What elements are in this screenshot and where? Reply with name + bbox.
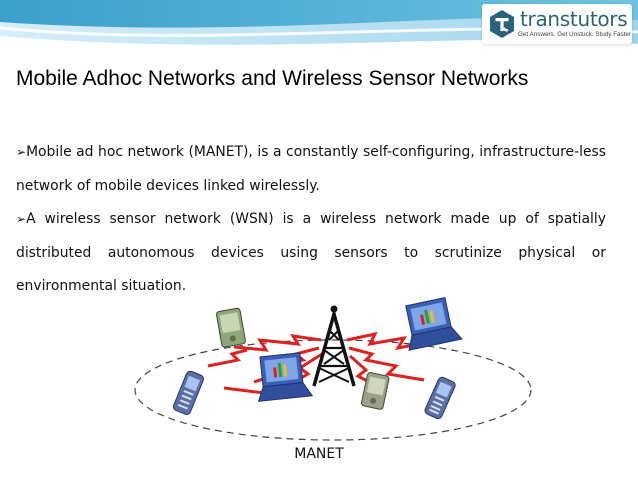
figure-caption: MANET bbox=[294, 446, 344, 462]
bullet-text: A wireless sensor network (WSN) is a wir… bbox=[16, 211, 606, 294]
bullet-item-manet: ➢Mobile ad hoc network (MANET), is a con… bbox=[16, 136, 606, 203]
radio-link bbox=[348, 346, 425, 382]
cell-tower-icon bbox=[312, 305, 356, 387]
bullet-list: ➢Mobile ad hoc network (MANET), is a con… bbox=[16, 136, 606, 304]
header-band: transtutors Get Answers. Get Unstuck. St… bbox=[0, 0, 638, 62]
laptop-icon bbox=[405, 297, 463, 351]
mobile-phone-icon bbox=[172, 370, 204, 415]
manet-diagram bbox=[134, 297, 532, 441]
bullet-text: Mobile ad hoc network (MANET), is a cons… bbox=[16, 144, 606, 194]
pda-icon bbox=[215, 307, 246, 348]
brand-badge[interactable]: transtutors Get Answers. Get Unstuck. St… bbox=[482, 4, 632, 44]
transtutors-logo-icon bbox=[490, 10, 514, 38]
pda-icon bbox=[360, 372, 390, 410]
laptop-icon bbox=[257, 352, 314, 402]
bullet-item-wsn: ➢A wireless sensor network (WSN) is a wi… bbox=[16, 203, 606, 304]
radio-link bbox=[233, 334, 322, 352]
radio-link bbox=[207, 348, 248, 368]
header-swoosh bbox=[0, 0, 638, 50]
brand-tagline: Get Answers. Get Unstuck. Study Faster bbox=[518, 31, 632, 38]
network-boundary bbox=[134, 339, 532, 441]
radio-link bbox=[346, 331, 425, 351]
bullet-arrow-icon: ➢ bbox=[16, 212, 27, 226]
slide-title: Mobile Adhoc Networks and Wireless Senso… bbox=[16, 67, 529, 90]
bullet-arrow-icon: ➢ bbox=[16, 145, 27, 159]
brand-name: transtutors bbox=[520, 7, 628, 31]
mobile-phone-icon bbox=[424, 376, 456, 420]
